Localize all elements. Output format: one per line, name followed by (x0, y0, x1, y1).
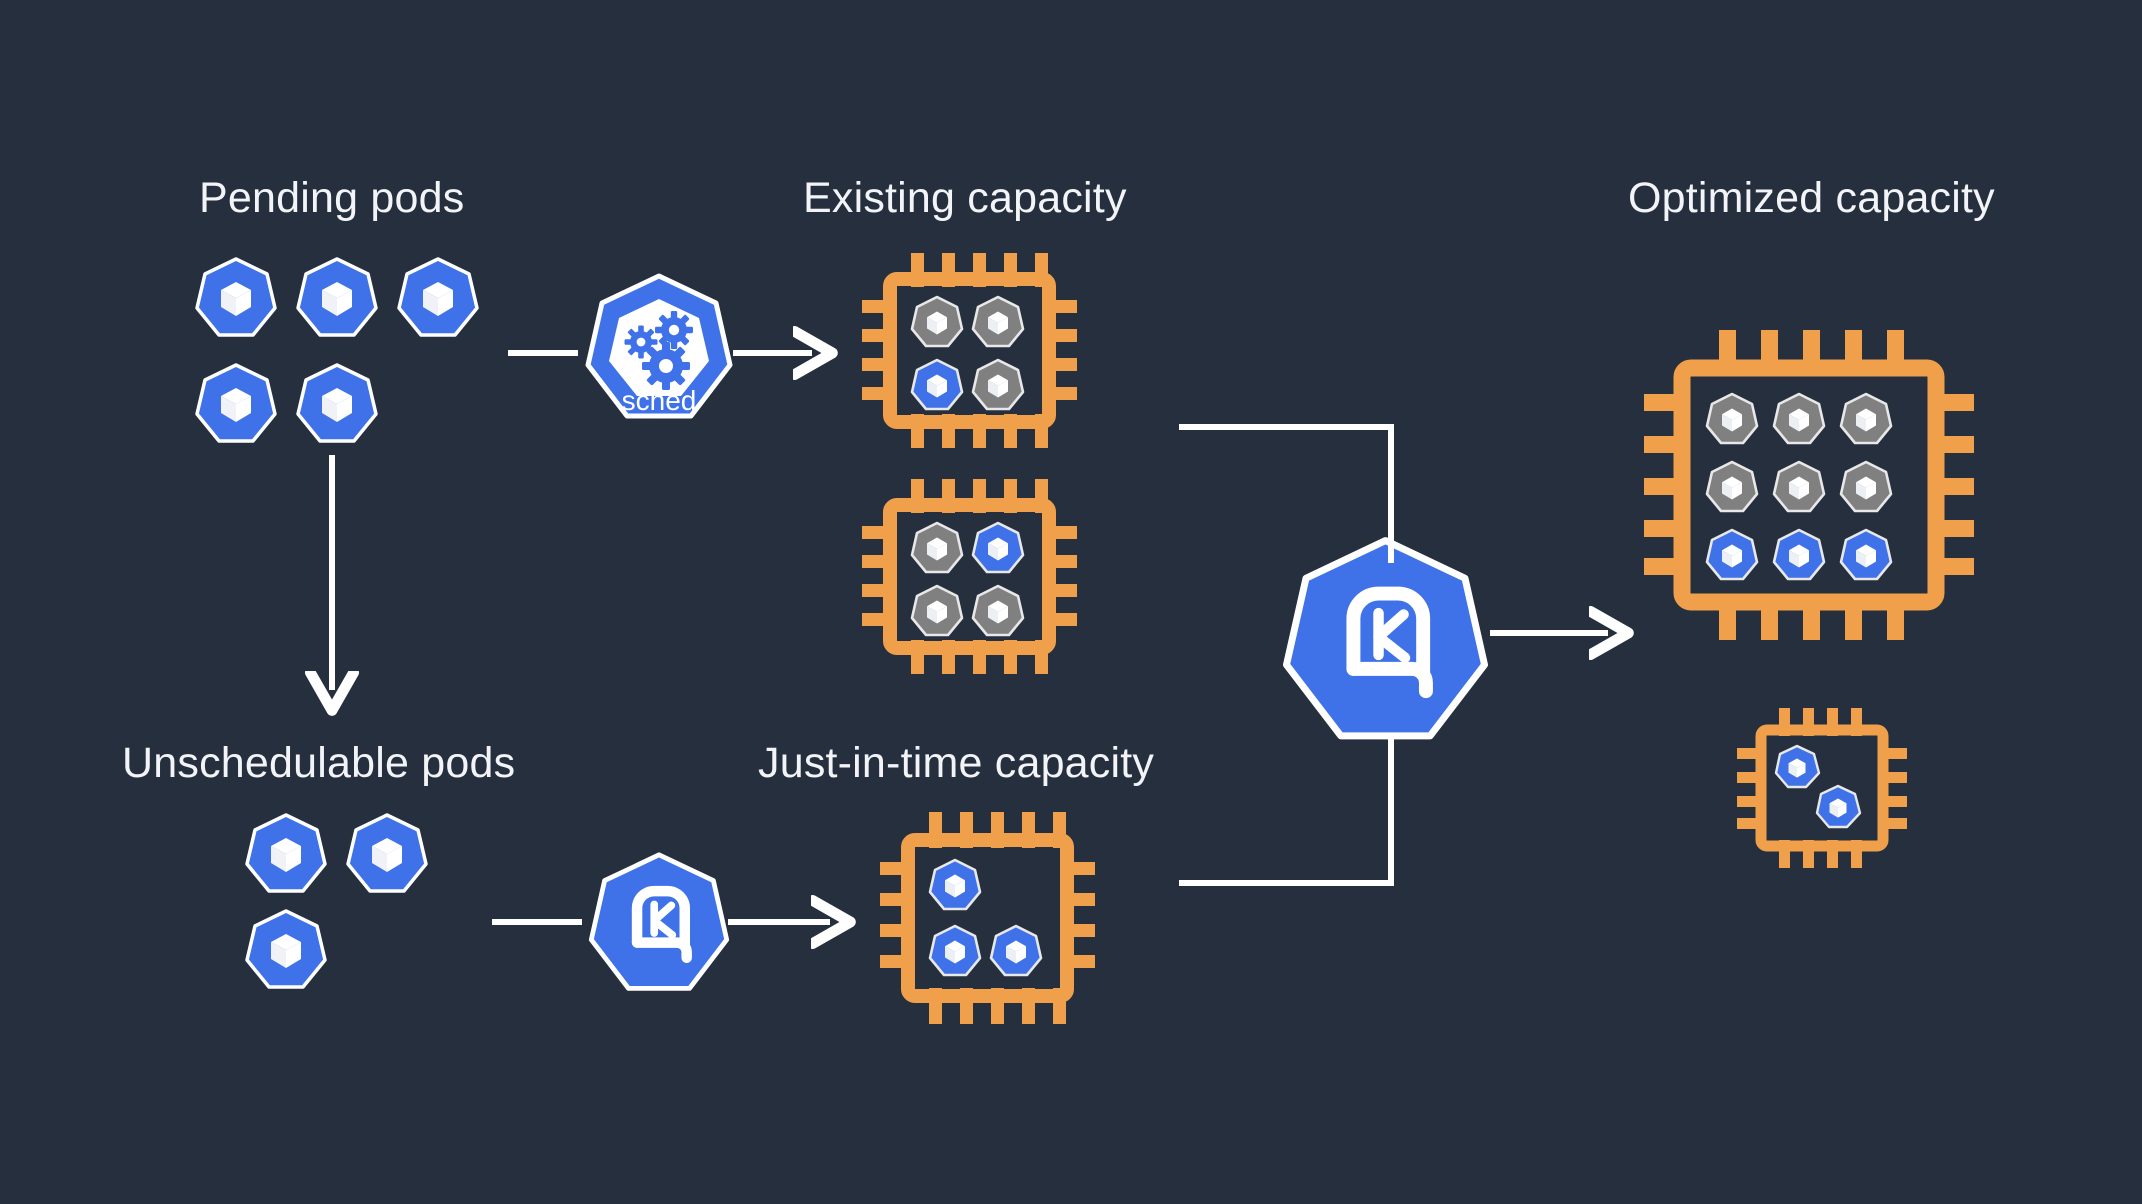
elbow-jit-to-karpenter (1179, 739, 1394, 886)
node-optimized-small (1737, 708, 1907, 868)
karpenter-icon-small[interactable] (588, 851, 730, 996)
pending-pods-title: Pending pods (199, 174, 465, 222)
node-jit (880, 812, 1095, 1024)
node-existing-2 (862, 479, 1077, 674)
existing-capacity-title: Existing capacity (803, 174, 1127, 222)
scheduler-caption: sched (622, 385, 697, 416)
node-existing-1 (862, 253, 1077, 448)
optimized-capacity-title: Optimized capacity (1628, 174, 1995, 222)
elbow-existing-to-karpenter (1179, 424, 1394, 563)
jit-capacity-title: Just-in-time capacity (758, 739, 1155, 787)
node-optimized-large (1644, 330, 1974, 640)
karpenter-icon-large[interactable] (1282, 535, 1489, 747)
scheduler-icon[interactable]: sched (585, 272, 733, 424)
unschedulable-pods-title: Unschedulable pods (122, 739, 516, 787)
